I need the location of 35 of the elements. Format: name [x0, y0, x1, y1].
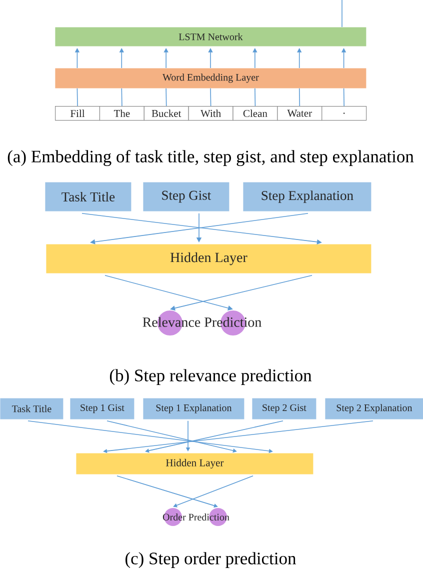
arrow	[173, 476, 254, 508]
arrow	[170, 275, 312, 311]
hidden-layer-box: Hidden Layer	[46, 244, 372, 274]
arrow	[145, 420, 284, 453]
input-box: Step 2 Explanation	[325, 398, 423, 420]
caption: (b) Step relevance prediction	[110, 369, 312, 385]
layer-band: LSTM Network	[55, 27, 366, 46]
arrow	[103, 420, 374, 454]
input-box: Step Gist	[143, 182, 230, 212]
connector-line	[166, 88, 167, 106]
input-box: Step 1 Gist	[70, 398, 134, 420]
input-box: Task Title	[0, 398, 64, 420]
word-cell: Clean	[232, 106, 278, 121]
input-box: Step 1 Explanation	[143, 398, 244, 420]
word-cell: Fill	[55, 106, 100, 121]
output-label: Relevance Prediction	[142, 317, 262, 327]
word-cell: Bucket	[144, 106, 189, 121]
input-box: Task Title	[45, 182, 132, 212]
layer-band: Word Embedding Layer	[55, 68, 366, 88]
hidden-layer-box: Hidden Layer	[76, 453, 314, 474]
connector-line	[343, 88, 344, 106]
caption: (c) Step order prediction	[126, 552, 296, 568]
word-cell: The	[99, 106, 144, 121]
input-box: Step 2 Gist	[252, 398, 316, 420]
word-cell: .	[322, 106, 367, 121]
arrow	[116, 476, 218, 508]
word-cell: Water	[277, 106, 322, 121]
word-cell: With	[188, 106, 234, 121]
connector-line	[298, 88, 300, 106]
caption: (a) Embedding of task title, step gist, and step explanation	[8, 150, 414, 166]
connector-line	[121, 88, 122, 106]
connector-line	[210, 88, 212, 106]
input-box: Step Explanation	[243, 182, 372, 212]
connector-line	[254, 88, 256, 106]
connector-line	[76, 88, 78, 106]
